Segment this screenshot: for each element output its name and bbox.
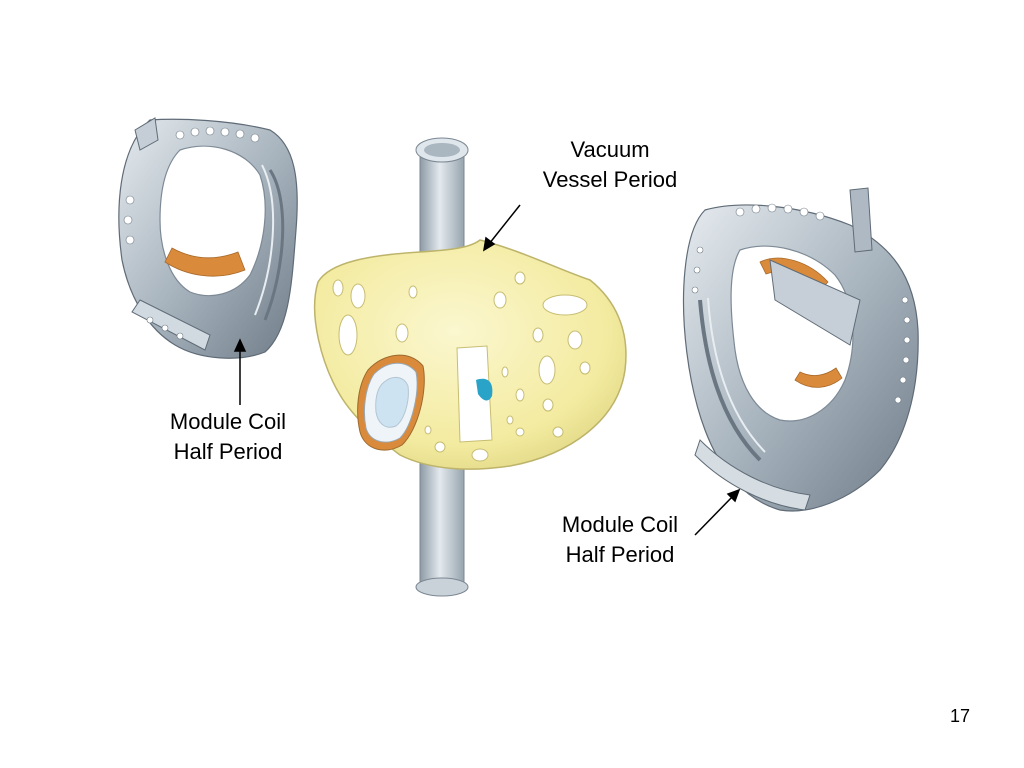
vessel-port-flange (357, 354, 425, 451)
page-number: 17 (949, 706, 970, 726)
module-coil-right-label-line2: Half Period (565, 542, 675, 567)
module-coil-left (118, 117, 298, 359)
arrow-module-coil-right (694, 488, 741, 536)
arrow-vacuum-vessel (482, 204, 521, 252)
module-coil-right-label-line1: Module Coil (561, 512, 679, 537)
arrow-module-coil-left (233, 338, 247, 405)
module-coil-left-label-line2: Half Period (173, 439, 283, 464)
module-coil-left-label-line1: Module Coil (169, 409, 287, 434)
vacuum-vessel-label: Vacuum Vessel Period (520, 135, 700, 195)
vacuum-vessel (313, 239, 627, 470)
module-coil-right (682, 187, 919, 512)
callout-arrows (233, 204, 741, 536)
module-coil-left-label: Module Coil Half Period (148, 407, 308, 467)
vacuum-vessel-label-line1: Vacuum (570, 137, 650, 162)
module-coil-right-label: Module Coil Half Period (540, 510, 700, 570)
vacuum-vessel-label-line2: Vessel Period (542, 167, 678, 192)
